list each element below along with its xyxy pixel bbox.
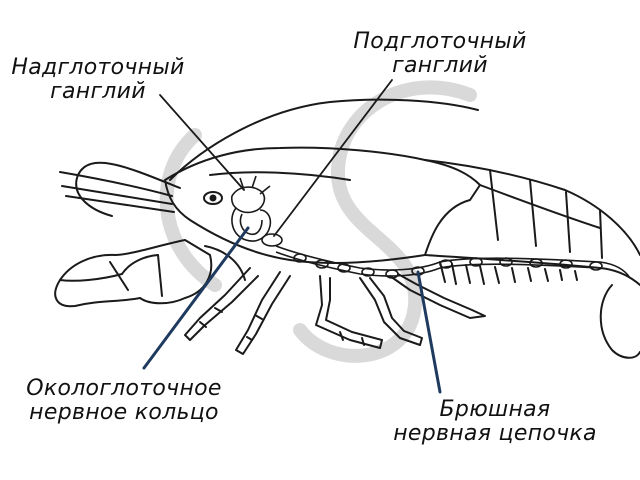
label-subesophageal-line-2: ганглий [392, 53, 488, 78]
walking-leg-1 [184, 267, 259, 341]
subesophageal-ganglion [261, 233, 283, 247]
walking-leg-2 [235, 271, 291, 355]
label-supraesophageal-line-2: ганглий [50, 79, 146, 104]
label-supraesophageal-ganglion: Надглоточный ганглий [0, 56, 196, 104]
abdomen [424, 159, 640, 256]
antenna-right [169, 98, 479, 181]
antenna-left [75, 161, 181, 217]
label-ventral-nerve-cord: Брюшная нервная цепочка [384, 398, 606, 446]
walking-leg-4 [359, 277, 423, 346]
label-ventral-cord-line-1: Брюшная [439, 397, 551, 422]
label-circumesophageal-ring: Окологлоточное нервное кольцо [8, 377, 240, 425]
antennule-lower [61, 185, 173, 205]
label-subesophageal-line-1: Подглоточный [353, 29, 527, 54]
nervous-system [231, 175, 631, 279]
carapace [164, 146, 481, 264]
antennule-upper [59, 171, 173, 197]
label-circumesophageal-line-1: Окологлоточное [26, 376, 222, 401]
label-ventral-cord-line-2: нервная цепочка [393, 421, 597, 446]
pointer-supraesophageal [159, 94, 245, 191]
walking-leg-5 [389, 273, 486, 319]
eye [203, 191, 223, 205]
supraesophageal-ganglion [231, 186, 266, 214]
label-supraesophageal-line-1: Надглоточный [11, 55, 185, 80]
pointer-circumesophageal [142, 226, 250, 370]
label-subesophageal-ganglion: Подглоточный ганглий [340, 30, 540, 78]
pointer-lines [142, 79, 442, 394]
walking-leg-3 [315, 275, 383, 349]
crayfish-body [54, 98, 640, 359]
pointer-subesophageal [273, 79, 393, 237]
claw [54, 239, 213, 308]
tail-fan [599, 284, 640, 359]
pointer-ventral-cord [416, 270, 442, 394]
label-circumesophageal-line-2: нервное кольцо [29, 400, 219, 425]
